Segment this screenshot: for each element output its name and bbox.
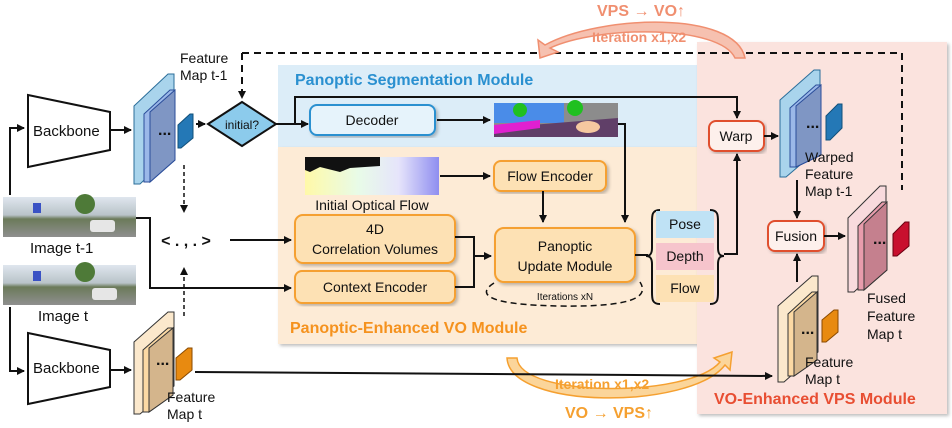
decoder-label: Decoder — [346, 112, 399, 128]
initial-optical-flow-label: Initial Optical Flow — [315, 197, 429, 213]
correlation-volumes-label-2: Correlation Volumes — [312, 241, 438, 257]
image-t-label: Image t — [38, 308, 89, 325]
image-t-minus-1-label: Image t-1 — [30, 240, 93, 257]
feature-map-t1-label-2: Map t-1 — [180, 67, 228, 83]
image-t-to-backbone — [9, 307, 25, 375]
backbone-top — [27, 93, 111, 169]
fused-map-label-3: Map t — [867, 326, 902, 342]
vo-to-vps-label: VO → VPS↑ — [565, 405, 653, 422]
fused-map-label-2: Feature — [867, 308, 915, 324]
segmap-to-update — [618, 123, 629, 223]
feedback-dashed-line — [242, 52, 903, 190]
pose-output — [656, 211, 714, 238]
vps-to-vo-label: VPS → VO↑ — [597, 3, 685, 20]
depth-output — [656, 243, 714, 270]
flow-output — [656, 275, 714, 302]
iterations-loop — [485, 281, 644, 307]
image-t1-to-context — [136, 217, 292, 292]
initial-optical-flow-image — [305, 157, 439, 195]
fusion-label: Fusion — [775, 228, 817, 244]
feature-map-t-minus-1: ... — [133, 73, 194, 185]
warped-map-label-3: Map t-1 — [805, 183, 853, 199]
vo-to-vps-arrow — [506, 350, 733, 399]
image-t-minus-1 — [3, 194, 136, 237]
fused-feature-map: ... — [847, 185, 910, 293]
warped-map-label-2: Feature — [805, 166, 853, 182]
flow-label: Flow — [670, 280, 700, 296]
feature-map-t-label-1: Feature — [167, 389, 215, 405]
outputs-to-warp — [724, 153, 741, 255]
svg-text:...: ... — [156, 352, 169, 369]
feature-t-to-vps — [194, 371, 773, 380]
image-t — [3, 262, 136, 305]
correlation-operator: < . , . > — [161, 233, 211, 250]
decoder-box — [309, 104, 436, 136]
feature-map-t-label-2: Map t — [167, 406, 202, 422]
warped-feature-map: ... — [779, 69, 843, 178]
feature-map-t1-label-1: Feature — [180, 50, 228, 66]
pose-label: Pose — [669, 216, 701, 232]
backbone-top-label: Backbone — [33, 123, 100, 140]
context-encoder-label: Context Encoder — [323, 279, 428, 295]
svg-text:...: ... — [806, 115, 819, 132]
vps-feature-map-label-2: Map t — [805, 371, 840, 387]
panoptic-segmentation-output — [494, 100, 618, 137]
top-iteration-label: Iteration x1,x2 — [592, 29, 686, 45]
backbone-bottom-label: Backbone — [33, 360, 100, 377]
right-brace — [709, 209, 725, 305]
fused-map-label-1: Fused — [867, 290, 906, 306]
initial-decision-label: initial? — [225, 118, 259, 132]
bottom-iteration-label: Iteration x1,x2 — [555, 376, 649, 392]
warp-label: Warp — [720, 128, 753, 144]
backbone-bottom — [27, 331, 111, 406]
seg-module-title: Panoptic Segmentation Module — [295, 72, 533, 89]
flow-encoder-box — [493, 160, 607, 192]
vps-to-vo-arrow — [537, 21, 746, 60]
iterations-label: Iterations xN — [537, 292, 593, 303]
correlation-volumes-label-1: 4D — [366, 221, 384, 237]
initial-to-warp — [294, 96, 741, 124]
correlation-to-update — [455, 236, 475, 288]
update-module-label-2: Update Module — [518, 258, 613, 274]
svg-text:...: ... — [158, 122, 171, 139]
image-t1-to-backbone — [9, 124, 25, 195]
vps-feature-map-t: ... — [777, 275, 839, 383]
warped-map-label-1: Warped — [805, 149, 854, 165]
vps-module-title: VO-Enhanced VPS Module — [714, 391, 916, 408]
svg-text:...: ... — [801, 321, 814, 338]
update-module-label-1: Panoptic — [538, 238, 592, 254]
svg-text:...: ... — [873, 231, 886, 248]
vo-module-title: Panoptic-Enhanced VO Module — [290, 320, 527, 337]
left-brace — [645, 209, 661, 305]
depth-label: Depth — [666, 248, 703, 264]
correlation-volumes-box — [294, 214, 456, 264]
feature-map-t: ... — [133, 311, 193, 415]
flow-encoder-label: Flow Encoder — [507, 168, 593, 184]
vps-feature-map-label-1: Feature — [805, 354, 853, 370]
